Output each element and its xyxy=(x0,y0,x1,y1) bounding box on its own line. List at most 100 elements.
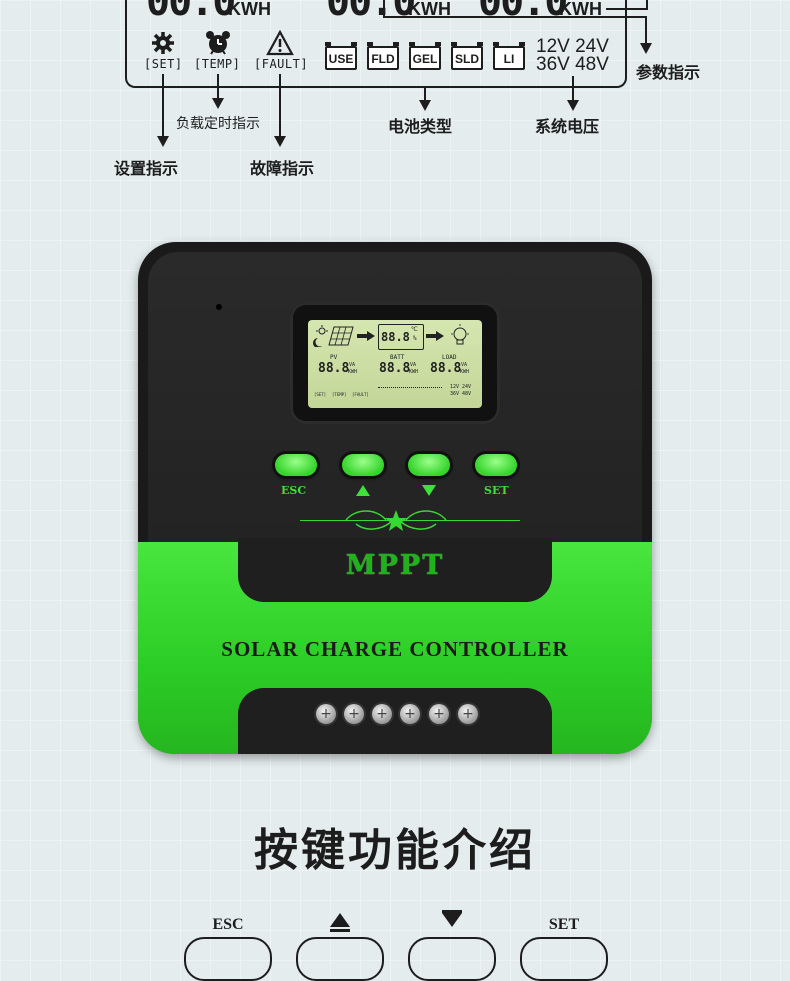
callout-timer: 负载定时指示 xyxy=(176,116,260,132)
esc-button-label: ESC xyxy=(212,916,244,933)
device-tagline: SOLAR CHARGE CONTROLLER xyxy=(221,637,569,661)
down-triangle-icon xyxy=(422,485,436,496)
terminal-screw xyxy=(429,704,449,724)
set-button[interactable] xyxy=(520,937,608,981)
lcd-set-label: [SET] xyxy=(314,392,327,397)
voltage-row-1: 12V 24V xyxy=(536,36,609,57)
lcd-center-value: 88.8 xyxy=(381,330,410,344)
param-line-e xyxy=(646,0,648,10)
esc-key[interactable] xyxy=(275,454,317,476)
lcd-load-value: 88.8 xyxy=(430,361,462,376)
battery-type-li: LI xyxy=(493,42,525,70)
battery-type-arrow xyxy=(419,100,431,111)
fault-arrow xyxy=(274,136,286,147)
param-arrow xyxy=(640,43,652,54)
section-title: 按键功能介绍 xyxy=(254,825,536,876)
lcd-pv-label: PV xyxy=(330,354,338,361)
set-button-label: SET xyxy=(548,916,580,933)
lcd-load-label: LOAD xyxy=(442,354,457,361)
set-key[interactable] xyxy=(475,454,517,476)
battery-type-sld: SLD xyxy=(451,42,483,70)
terminal-screw xyxy=(458,704,478,724)
setting-line xyxy=(162,74,164,136)
temp-indicator-label: [TEMP] xyxy=(194,57,241,71)
down-triangle-icon xyxy=(442,913,462,927)
terminal-screw xyxy=(344,704,364,724)
battery-type-gel: GEL xyxy=(409,42,441,70)
gear-icon xyxy=(152,32,174,54)
set-indicator-label: [SET] xyxy=(144,57,183,71)
brand-recess xyxy=(238,538,552,602)
down-key[interactable] xyxy=(408,454,450,476)
setting-arrow xyxy=(157,136,169,147)
timer-arrow xyxy=(212,98,224,109)
callout-setting: 设置指示 xyxy=(114,159,179,178)
up-triangle-icon xyxy=(330,913,350,927)
up-triangle-icon xyxy=(356,485,370,496)
fault-indicator-label: [FAULT] xyxy=(254,57,309,71)
pv-value-display: 00.0 xyxy=(146,0,236,25)
lcd-voltage-2: 36V 48V xyxy=(450,391,472,397)
lcd-batt-va: VA xyxy=(410,362,417,368)
terminal-recess xyxy=(238,688,552,754)
terminal-screw xyxy=(316,704,336,724)
lcd-batt-value: 88.8 xyxy=(379,361,411,376)
ornament-line xyxy=(300,520,520,521)
lcd-batt-kwh: KWH xyxy=(409,369,419,375)
param-line-d xyxy=(606,8,648,10)
callout-battery-type: 电池类型 xyxy=(388,117,453,136)
battery-type-line xyxy=(424,86,426,100)
up-button[interactable] xyxy=(296,937,384,981)
battery-icon xyxy=(378,324,424,350)
battery-type-use: USE xyxy=(325,42,357,70)
voltage-line xyxy=(572,76,574,100)
pv-unit: KWH xyxy=(228,0,271,19)
arrow-right-icon xyxy=(426,331,444,341)
timer-line xyxy=(217,74,219,98)
lcd-pv-value: 88.8 xyxy=(318,361,350,376)
param-line-a xyxy=(383,0,385,18)
callout-param: 参数指示 xyxy=(636,63,701,82)
batt-unit: KWH xyxy=(408,0,451,19)
bulb-icon xyxy=(451,324,469,345)
param-line-b xyxy=(383,16,647,18)
lcd-temp-unit: ℃ xyxy=(411,326,418,333)
esc-key-label: ESC xyxy=(281,484,307,497)
voltage-row-2: 36V 48V xyxy=(536,54,609,75)
lcd-voltage-1: 12V 24V xyxy=(450,384,472,390)
warning-icon xyxy=(266,30,294,56)
down-bar-icon xyxy=(442,910,462,913)
load-value-display: 00.0 xyxy=(478,0,568,25)
lcd-percent: % xyxy=(413,335,417,342)
callout-system-voltage: 系统电压 xyxy=(535,117,600,136)
lcd-pv-va: VA xyxy=(349,362,356,368)
lcd-batt-label: BATT xyxy=(390,354,405,361)
ornament-icon xyxy=(345,510,447,531)
lcd-battery-type-row xyxy=(378,387,442,396)
param-line-c xyxy=(645,16,647,44)
terminal-screw xyxy=(400,704,420,724)
lcd-load-va: VA xyxy=(461,362,468,368)
down-button[interactable] xyxy=(408,937,496,981)
voltage-arrow xyxy=(567,100,579,111)
solar-panel-icon xyxy=(328,326,354,346)
lcd-screen: 88.8 ℃ % PV BATT LOAD 88.8 VA KWH 88.8 V… xyxy=(308,320,482,408)
brand-logo: MPPT xyxy=(345,550,445,581)
up-bar-icon xyxy=(330,929,350,932)
battery-type-fld: FLD xyxy=(367,42,399,70)
indicator-hole xyxy=(216,304,222,310)
load-unit: KWH xyxy=(559,0,602,19)
lcd-load-kwh: KWH xyxy=(460,369,470,375)
esc-button[interactable] xyxy=(184,937,272,981)
lcd-fault-label: [FAULT] xyxy=(352,392,369,397)
arrow-right-icon xyxy=(357,331,375,341)
up-key[interactable] xyxy=(342,454,384,476)
terminal-screw xyxy=(372,704,392,724)
callout-fault: 故障指示 xyxy=(250,159,315,178)
batt-value-display: 00.0 xyxy=(326,0,416,25)
lcd-temp-label: [TEMP] xyxy=(332,392,347,397)
solar-charge-controller: 88.8 ℃ % PV BATT LOAD 88.8 VA KWH 88.8 V… xyxy=(138,242,652,754)
set-key-label: SET xyxy=(484,484,509,497)
fault-line xyxy=(279,74,281,136)
sun-moon-icon xyxy=(313,325,328,347)
